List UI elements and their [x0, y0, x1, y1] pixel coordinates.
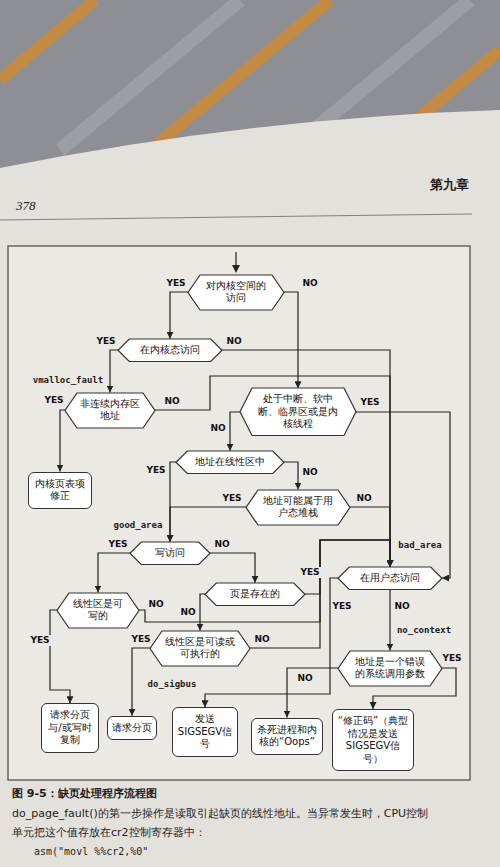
node-text: 发送SIGSEGV信号	[177, 713, 233, 751]
node-text: 页是存在的	[220, 588, 290, 601]
node-text: 请求分页与/或写时复制	[46, 709, 94, 747]
flow-label: good_area	[113, 520, 164, 531]
node-text: 线性区是可写的	[72, 598, 124, 623]
branch-label: YES	[145, 465, 166, 476]
decision-hexagon: 非连续内存区地址	[65, 393, 155, 428]
decision-hexagon: 写访问	[130, 542, 210, 565]
branch-label: NO	[253, 634, 270, 645]
connector	[98, 553, 130, 593]
process-box: 请求分页	[107, 716, 157, 741]
branch-label: YES	[95, 336, 116, 347]
node-text: 线性区是可读或可执行的	[165, 636, 235, 661]
connector	[389, 589, 390, 650]
branch-label: YES	[107, 539, 128, 550]
connector	[350, 507, 390, 567]
body-text: 单元把这个值存放在cr2控制寄存器中：	[12, 825, 492, 840]
connector	[284, 462, 298, 490]
connector	[230, 412, 240, 451]
process-box: 杀死进程和内核的“Oops”	[251, 718, 323, 755]
connector	[287, 668, 338, 718]
branch-label: NO	[213, 539, 230, 550]
node-text: 写访问	[145, 547, 195, 560]
decision-hexagon: 在内核态访问	[118, 339, 222, 362]
branch-label: YES	[165, 278, 186, 289]
decision-hexagon: 对内核空间的访问	[188, 275, 284, 310]
node-text: 杀死进程和内核的“Oops”	[256, 724, 318, 749]
node-text: 内核页表项修正	[33, 478, 87, 503]
process-box: “修正码”（典型情况是发送SIGSEGV信号）	[332, 709, 414, 771]
node-text: 地址是一个错误的系统调用参数	[353, 656, 427, 681]
connector	[60, 410, 65, 472]
decision-hexagon: 线性区是可读或可执行的	[150, 631, 250, 666]
branch-label: YES	[359, 397, 380, 408]
process-box: 发送SIGSEGV信号	[172, 707, 238, 757]
page-number: 378	[16, 198, 36, 214]
decision-hexagon: 地址是一个错误的系统调用参数	[338, 651, 442, 686]
figure-caption: 图 9-5：缺页处理程序流程图	[12, 786, 157, 801]
code-text: asm("movl %%cr2,%0"	[34, 846, 148, 857]
branch-label: YES	[331, 601, 352, 612]
connector	[200, 594, 205, 631]
process-box: 内核页表项修正	[28, 472, 92, 509]
decision-hexagon: 页是存在的	[205, 583, 305, 606]
branch-label: YES	[221, 493, 242, 504]
branch-label: YES	[130, 634, 151, 645]
branch-label: NO	[355, 493, 372, 504]
connector	[170, 292, 188, 339]
flow-label: no_context	[396, 625, 452, 636]
connector	[170, 507, 246, 542]
node-text: 在内核态访问	[133, 344, 207, 357]
branch-label: NO	[296, 673, 313, 684]
branch-label: NO	[179, 607, 196, 618]
node-text: 地址在线性区中	[191, 456, 269, 469]
node-text: 对内核空间的访问	[203, 280, 269, 305]
node-text: 非连续内存区地址	[80, 398, 140, 423]
branch-label: NO	[301, 467, 318, 478]
flow-label: vmalloc_fault	[32, 375, 104, 386]
connector	[356, 412, 450, 578]
branch-label: NO	[163, 396, 180, 407]
connector	[284, 292, 298, 388]
node-text: 地址可能属于用户态堆栈	[261, 495, 335, 520]
body-text: do_page_fault()的第一步操作是读取引起缺页的线性地址。当异常发生时…	[12, 806, 492, 821]
connector	[210, 553, 255, 583]
branch-label: YES	[29, 635, 50, 646]
connector	[155, 376, 390, 567]
decision-hexagon: 在用户态访问	[338, 567, 442, 590]
flow-label: do_sigbus	[147, 679, 198, 690]
chapter-header: 第九章	[430, 176, 469, 194]
node-text: 处于中断、软中断、临界区或是内核线程	[255, 393, 341, 431]
node-text: 请求分页	[112, 722, 152, 735]
node-text: 在用户态访问	[353, 572, 427, 585]
branch-label: NO	[147, 599, 164, 610]
branch-label: NO	[393, 601, 410, 612]
branch-label: YES	[43, 395, 64, 406]
branch-label: NO	[301, 278, 318, 289]
flow-label: bad_area	[397, 540, 442, 551]
branch-label: NO	[225, 336, 242, 347]
branch-label: YES	[299, 567, 320, 578]
node-text: “修正码”（典型情况是发送SIGSEGV信号）	[337, 715, 409, 765]
decision-hexagon: 地址在线性区中	[176, 451, 284, 474]
process-box: 请求分页与/或写时复制	[41, 703, 99, 753]
decision-hexagon: 处于中断、软中断、临界区或是内核线程	[240, 388, 356, 436]
branch-label: NO	[209, 423, 226, 434]
branch-label: YES	[441, 653, 462, 664]
decision-hexagon: 线性区是可写的	[57, 593, 139, 628]
connector	[170, 462, 176, 542]
decision-hexagon: 地址可能属于用户态堆栈	[246, 490, 350, 525]
connector	[110, 350, 118, 393]
